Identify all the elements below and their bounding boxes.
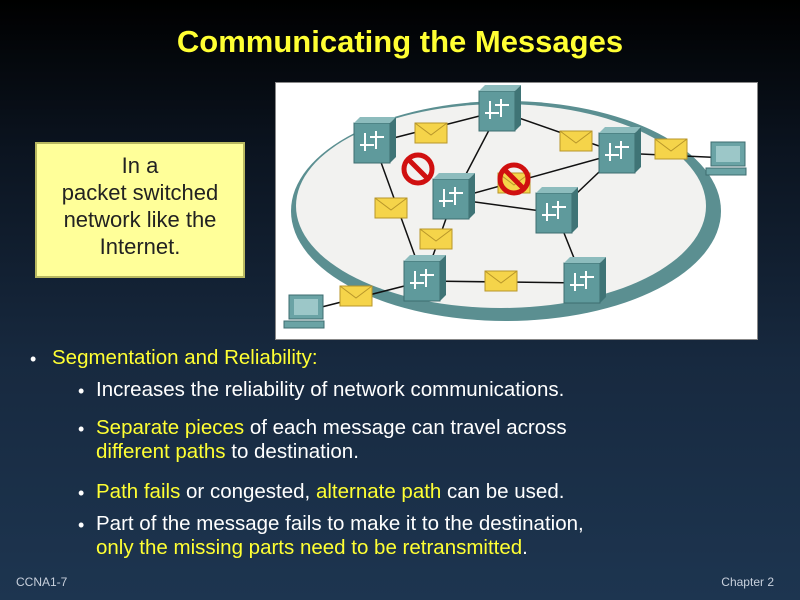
- footer-left: CCNA1-7: [16, 575, 68, 589]
- slide-title: Communicating the Messages: [176, 24, 624, 59]
- text: of each message can travel across: [244, 416, 567, 439]
- router-icon: [535, 186, 579, 234]
- network-diagram: [275, 82, 758, 340]
- router-icon: [403, 254, 447, 302]
- callout-line: In a: [121, 153, 159, 178]
- envelope-icon: [654, 138, 688, 160]
- bullet-main: Segmentation and Reliability:: [52, 346, 318, 369]
- router-icon: [353, 116, 397, 164]
- router-icon: [478, 84, 522, 132]
- bullet-icon: •: [78, 381, 85, 401]
- envelope-icon: [339, 285, 373, 307]
- bullet-sub-3: Path fails or congested, alternate path …: [96, 480, 564, 504]
- bullet-icon: •: [78, 419, 85, 439]
- highlight: Separate pieces: [96, 416, 245, 439]
- callout-line: network like the: [63, 207, 217, 232]
- highlight: Path fails: [96, 480, 181, 503]
- router-icon: [432, 172, 476, 220]
- footer-right: Chapter 2: [721, 575, 774, 589]
- computer-icon: [705, 141, 747, 176]
- envelope-icon: [374, 197, 408, 219]
- bullet-icon: •: [30, 349, 37, 369]
- callout-line: Internet.: [99, 234, 181, 259]
- envelope-icon: [419, 228, 453, 250]
- envelope-icon: [414, 122, 448, 144]
- text: .: [522, 536, 528, 559]
- router-icon: [563, 256, 607, 304]
- envelope-icon: [484, 270, 518, 292]
- envelope-icon: [559, 130, 593, 152]
- highlight: different paths: [96, 440, 226, 463]
- router-icon: [598, 126, 642, 174]
- highlight: only the missing parts need to be retran…: [96, 536, 523, 559]
- computer-icon: [283, 294, 325, 329]
- bullet-icon: •: [78, 483, 85, 503]
- text: can be used.: [441, 480, 565, 503]
- bullet-icon: •: [78, 515, 85, 535]
- bullet-sub-4: Part of the message fails to make it to …: [96, 512, 584, 560]
- highlight: alternate path: [315, 480, 442, 503]
- bullet-sub-1: Increases the reliability of network com…: [96, 378, 565, 401]
- bullet-sub-2: Separate pieces of each message can trav…: [96, 416, 567, 464]
- text: or congested,: [180, 480, 316, 503]
- callout-line: packet switched: [61, 180, 219, 205]
- text: Part of the message fails to make it to …: [96, 512, 584, 535]
- callout-box: In a packet switched network like the In…: [35, 142, 245, 278]
- text: to destination.: [225, 440, 359, 463]
